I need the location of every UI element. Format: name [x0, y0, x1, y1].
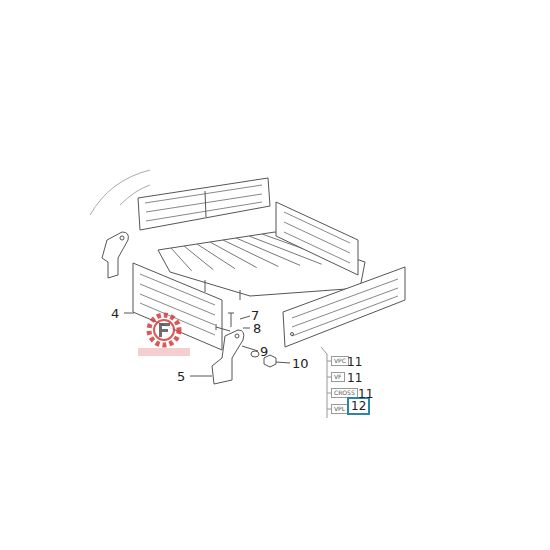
model-tag: VF: [331, 372, 345, 382]
node-text: VPL: [334, 406, 345, 412]
node-text: 12: [351, 400, 366, 412]
callout-number: 7: [251, 309, 259, 322]
callout-number: 11: [358, 388, 373, 400]
floor-slat: [171, 248, 192, 271]
node-text: VPC: [334, 358, 346, 364]
callout-number: 8: [253, 322, 261, 335]
node-text: CROSS: [334, 390, 355, 396]
floor-slat: [184, 246, 213, 270]
node-text: VF: [334, 374, 342, 380]
floor-slat: [210, 242, 257, 268]
callout-number: 10: [292, 357, 309, 370]
callout-number: 5: [177, 370, 185, 383]
callout-number: 11: [347, 356, 362, 368]
callout-number: 11: [347, 372, 362, 384]
callout-number: 4: [111, 307, 119, 320]
floor-slat: [197, 244, 235, 269]
model-tag: VPC: [331, 356, 349, 366]
callout-number: 9: [260, 345, 268, 358]
model-tag: VPL: [331, 404, 348, 414]
